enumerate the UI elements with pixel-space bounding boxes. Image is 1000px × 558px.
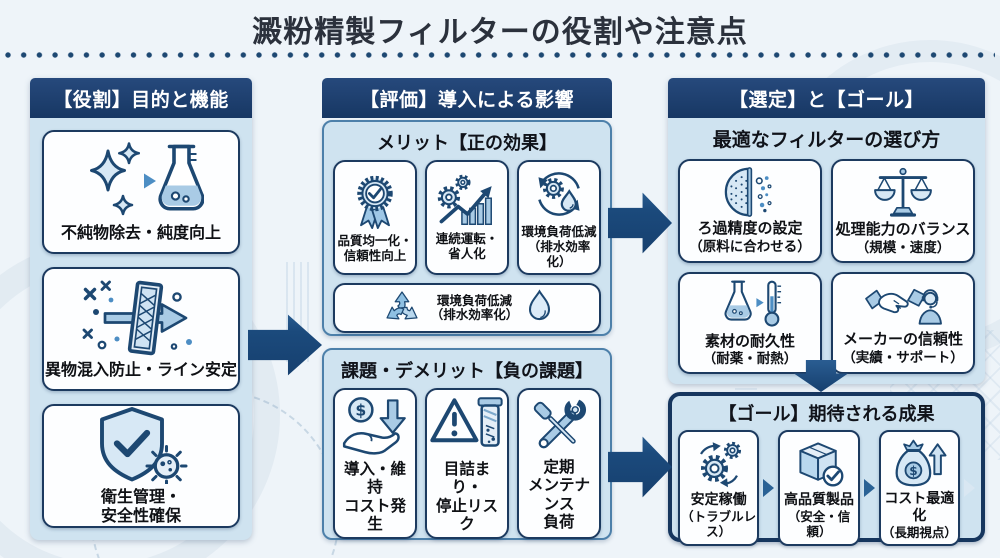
merit-item-label: 連続運転・ 省人化: [435, 231, 499, 262]
role-panel: 【役割】目的と機能 不純: [30, 78, 252, 540]
svg-text:$: $: [355, 401, 366, 420]
selection-body: 最適なフィルターの選び方: [668, 118, 985, 385]
choose-item-maker-reliability: メーカーの信頼性 （実績・サポート）: [831, 271, 975, 375]
goal-item-sublabel: （安全・信頼）: [787, 509, 851, 540]
page-title: 澱粉精製フィルターの役割や注意点: [252, 15, 748, 50]
arrow-role-to-evaluation: [248, 314, 322, 376]
merit-item-label: 環境負荷低減 （排水効率化）: [521, 224, 597, 269]
moneybag-up-icon: $: [895, 439, 947, 487]
medal-check-icon: [357, 176, 393, 230]
role-body: 不純物除去・純度向上: [30, 118, 252, 540]
handshake-support-icon: [864, 288, 942, 325]
role-item-label: 不純物除去・純度向上: [60, 222, 221, 242]
choose-item-filtration-accuracy: ろ過精度の設定 （原料に合わせる）: [678, 159, 822, 263]
merit-panel: メリット【正の効果】 品質均一化・ 信頼性向上: [322, 120, 612, 336]
choose-title: 最適なフィルターの選び方: [712, 129, 941, 151]
role-header: 【役割】目的と機能: [30, 78, 252, 118]
choose-item-sublabel: （規模・速度）: [855, 239, 951, 256]
role-item-contamination-prevention: 異物混入防止・ライン安定: [42, 267, 240, 391]
role-item-impurity-removal: 不純物除去・純度向上: [42, 130, 240, 254]
dotted-divider: [5, 52, 995, 58]
demerit-item-label: 導入・維持 コスト発生: [343, 460, 406, 533]
arrow-merit-to-selection: [608, 192, 672, 254]
selection-header: 【選定】と【ゴール】: [668, 78, 985, 118]
choose-item-sublabel: （原料に合わせる）: [689, 238, 811, 255]
role-item-hygiene-safety: 衛生管理・ 安全性確保: [42, 404, 240, 528]
goal-item-sublabel: （トラブルレス）: [681, 509, 757, 540]
demerit-panel: 課題・デメリット【負の課題】 $ 導入・維持 コスト発生: [322, 348, 612, 540]
filter-mesh-icon: [82, 280, 192, 355]
merit-banner-environment: 環境負荷低減 （排水効率化）: [333, 283, 601, 334]
svg-text:$: $: [910, 464, 918, 478]
merit-item-label: 品質均一化・ 信頼性向上: [337, 233, 413, 264]
gears-cycle-icon: [699, 441, 741, 488]
merit-item-environment: 環境負荷低減 （排水効率化）: [517, 160, 601, 276]
role-item-label: 衛生管理・ 安全性確保: [100, 487, 181, 525]
selection-panel: 【選定】と【ゴール】 最適なフィルターの選び方: [668, 78, 985, 385]
demerit-item-label: 目詰まり・ 停止リスク: [435, 460, 498, 533]
goal-item-cost-optimization: $ コスト最適化 （長期視点）: [878, 430, 960, 546]
goal-item-label: コスト最適化: [884, 491, 955, 524]
demerit-item-cost: $ 導入・維持 コスト発生: [333, 388, 417, 540]
choose-item-label: ろ過精度の設定: [697, 219, 803, 237]
goal-end-arrow-icon: [963, 478, 975, 497]
goal-item-quality-product: 高品質製品 （安全・信頼）: [778, 430, 860, 546]
merit-item-quality: 品質均一化・ 信頼性向上: [333, 160, 417, 276]
choose-item-material-durability: 素材の耐久性 （耐薬・耐熱）: [678, 271, 822, 375]
choose-item-sublabel: （耐薬・耐熱）: [702, 351, 798, 368]
goal-item-label: 高品質製品: [783, 491, 854, 508]
arrow-demerit-to-goal: [608, 436, 672, 498]
sparkle-flask-icon: [90, 141, 204, 215]
merit-item-continuous-operation: 連続運転・ 省人化: [425, 160, 509, 276]
evaluation-header: 【評価】導入による影響: [322, 78, 612, 118]
choose-item-label: 処理能力のバランス: [835, 220, 971, 238]
shield-germ-icon: [100, 407, 188, 485]
merit-title: メリット【正の効果】: [377, 133, 557, 154]
demerit-row: $ 導入・維持 コスト発生: [333, 388, 601, 540]
maintenance-tools-icon: [533, 396, 586, 449]
merit-banner-label: 環境負荷低減 （排水効率化）: [430, 292, 519, 323]
recycle-icon: [386, 291, 418, 320]
cost-hand-icon: $: [342, 397, 406, 455]
choose-grid: ろ過精度の設定 （原料に合わせる） 処理能力のバランス: [678, 159, 975, 375]
choose-item-label: 素材の耐久性: [704, 331, 795, 350]
clog-warning-icon: [430, 397, 503, 447]
goal-title: 【ゴール】期待される成果: [718, 404, 935, 425]
choose-item-label: メーカーの信頼性: [842, 330, 963, 349]
goal-row: 安定稼働 （トラブルレス） 高品質製品 （安全・信頼）: [678, 430, 975, 546]
demerit-item-label: 定期 メンテナンス 負荷: [527, 458, 590, 531]
goal-item-stable-operation: 安定稼働 （トラブルレス）: [678, 430, 760, 546]
merit-row: 品質均一化・ 信頼性向上: [333, 160, 601, 276]
demerit-item-clogging: 目詰まり・ 停止リスク: [425, 388, 509, 540]
water-drop-icon: [529, 289, 551, 321]
choose-item-capacity-balance: 処理能力のバランス （規模・速度）: [831, 159, 975, 263]
goal-item-label: 安定稼働: [690, 491, 747, 508]
goal-step-arrow-icon: [763, 478, 775, 497]
goal-panel: 【ゴール】期待される成果 安定稼働 （トラブルレス）: [668, 392, 985, 546]
role-item-label: 異物混入防止・ライン安定: [44, 359, 237, 379]
goal-step-arrow-icon: [863, 478, 875, 497]
eco-gear-drop-icon: [538, 172, 580, 216]
demerit-title: 課題・デメリット【負の課題】: [341, 361, 593, 382]
box-check-icon: [799, 442, 844, 487]
gear-growth-icon: [437, 175, 492, 226]
choose-item-sublabel: （実績・サポート）: [842, 349, 964, 366]
sieve-icon: [724, 167, 772, 217]
goal-item-sublabel: （長期視点）: [881, 525, 957, 541]
balance-scale-icon: [874, 167, 932, 217]
demerit-item-maintenance: 定期 メンテナンス 負荷: [517, 388, 601, 540]
flask-thermometer-icon: [724, 280, 782, 327]
